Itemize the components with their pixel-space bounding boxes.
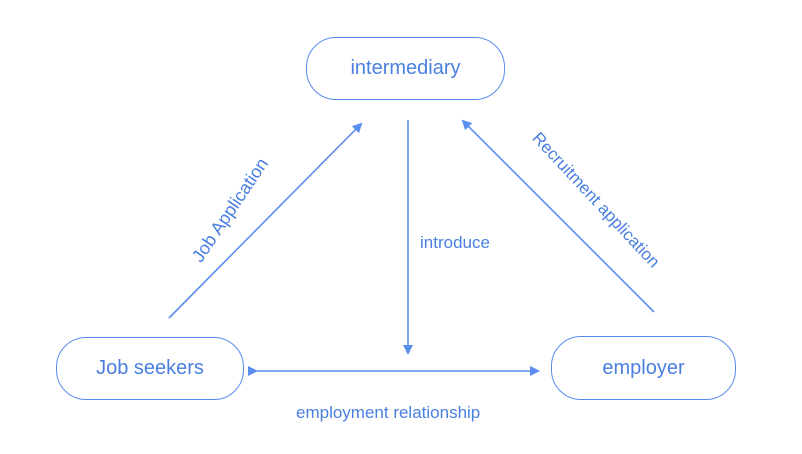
job-seekers-label: Job seekers (96, 357, 204, 379)
employer-node: employer (551, 336, 736, 400)
job-seekers-node: Job seekers (56, 337, 244, 400)
employer-label: employer (602, 356, 685, 379)
intermediary-label: intermediary (350, 57, 461, 79)
recruitment-application-arrow (461, 119, 655, 313)
introduce-label: introduce (420, 233, 490, 252)
employment-relationship-label: employment relationship (296, 403, 481, 422)
intermediary-node: intermediary (306, 37, 505, 100)
job-application-arrow (168, 122, 363, 319)
